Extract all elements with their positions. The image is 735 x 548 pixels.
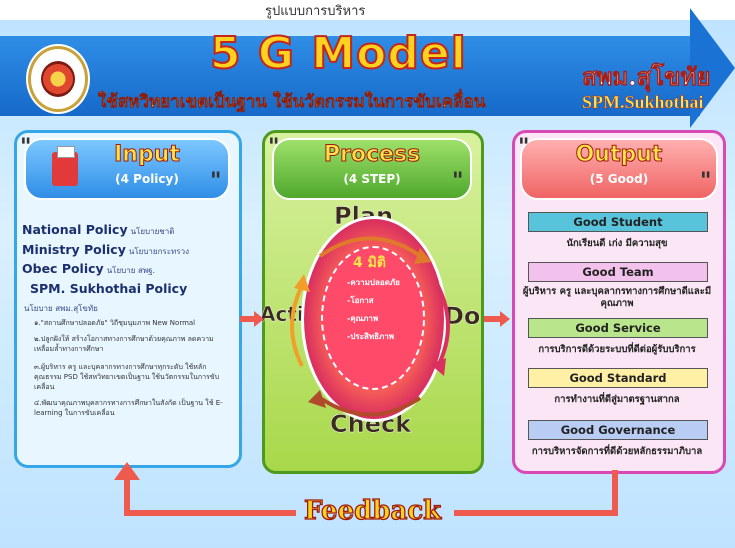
dimension-item: -คุณภาพ bbox=[347, 314, 379, 323]
org-name-english: SPM.Sukhothai bbox=[582, 92, 704, 112]
title-banner bbox=[0, 36, 700, 116]
ballot-box-icon bbox=[52, 146, 78, 186]
dimension-item: -ความปลอดภัย bbox=[347, 278, 400, 287]
dimension-item: -ประสิทธิภาพ bbox=[347, 332, 395, 341]
org-name-thai: สพม.สุโขทัย bbox=[582, 62, 711, 92]
process-header: Process (4 STEP) bbox=[272, 138, 472, 200]
quote-mark-icon: " bbox=[20, 134, 32, 160]
output-subtitle: (5 Good) bbox=[589, 172, 649, 186]
top-caption: รูปแบบการบริหาร bbox=[0, 0, 735, 20]
page-subtitle: ใช้สหวิทยาเขตเป็นฐาน ใช้นวัตกรรมในการขับ… bbox=[98, 92, 486, 113]
quote-mark-icon: " bbox=[700, 168, 712, 194]
policy-item: ๑."สถานศึกษาปลอดภัย" วิถีชุมนุมภาพ New N… bbox=[34, 319, 196, 327]
policy-item: ๒.ปลูกฝังให้ สร้างโอกาสทางการศึกษาด้วยคุ… bbox=[34, 335, 214, 353]
quote-mark-icon: " bbox=[210, 168, 222, 194]
feedback-arrow-up-icon bbox=[114, 462, 140, 480]
good-governance-label: Good Governance bbox=[528, 420, 708, 440]
good-governance-desc: การบริหารจัดการที่ดีด้วยหลักธรรมาภิบาล bbox=[531, 446, 703, 457]
policy-item: ๔.พัฒนาคุณภาพบุคลากรทางการศึกษาในสังกัด … bbox=[34, 399, 223, 417]
input-subtitle: (4 Policy) bbox=[115, 172, 179, 186]
office-logo-icon bbox=[28, 46, 88, 112]
good-standard-desc: การทำงานที่ดีสู่มาตรฐานสากล bbox=[554, 394, 680, 405]
quote-mark-icon: " bbox=[268, 134, 280, 160]
feedback-line bbox=[124, 476, 130, 516]
feedback-label: Feedback bbox=[303, 495, 442, 526]
feedback-line bbox=[454, 510, 618, 516]
feedback-line bbox=[612, 470, 618, 514]
input-to-process-arrow-icon bbox=[240, 311, 264, 327]
process-title: Process bbox=[323, 142, 421, 168]
cycle-inner-ring bbox=[321, 246, 425, 390]
dimensions-title: 4 มิติ bbox=[353, 255, 386, 271]
good-student-desc: นักเรียนดี เก่ง มีความสุข bbox=[566, 238, 668, 249]
dimension-item: -โอกาส bbox=[347, 296, 374, 305]
feedback-line bbox=[124, 510, 296, 516]
output-title: Output bbox=[575, 142, 663, 168]
policy-item: ๓.ผู้บริหาร ครู และบุคลากรทางการศึกษาทุก… bbox=[34, 363, 220, 391]
output-header: Output (5 Good) bbox=[520, 138, 718, 200]
input-header: Input (4 Policy) bbox=[24, 138, 230, 200]
policy-spm-sukhothai: SPM. Sukhothai Policy bbox=[30, 281, 188, 296]
process-to-output-arrow-icon bbox=[484, 311, 510, 327]
process-subtitle: (4 STEP) bbox=[343, 172, 401, 186]
quote-mark-icon: " bbox=[518, 134, 530, 160]
quote-mark-icon: " bbox=[452, 168, 464, 194]
page-title: 5 G Model bbox=[209, 27, 467, 80]
good-standard-label: Good Standard bbox=[528, 368, 708, 388]
banner-arrow-icon bbox=[690, 8, 735, 128]
pdca-cycle: 4 มิติ -ความปลอดภัย -โอกาส -คุณภาพ -ประส… bbox=[301, 216, 447, 422]
good-team-label: Good Team bbox=[528, 262, 708, 282]
good-service-desc: การบริการดีด้วยระบบที่ดีต่อผู้รับบริการ bbox=[538, 344, 696, 355]
good-student-label: Good Student bbox=[528, 212, 708, 232]
good-service-label: Good Service bbox=[528, 318, 708, 338]
input-title: Input bbox=[114, 142, 181, 168]
cycle-arrows-icon bbox=[290, 236, 450, 417]
good-team-desc: ผู้บริหาร ครู และบุคลากรทางการศึกษาดีและ… bbox=[522, 286, 712, 309]
spm-policy-label: นโยบาย สพม.สุโขทัย bbox=[24, 304, 98, 313]
